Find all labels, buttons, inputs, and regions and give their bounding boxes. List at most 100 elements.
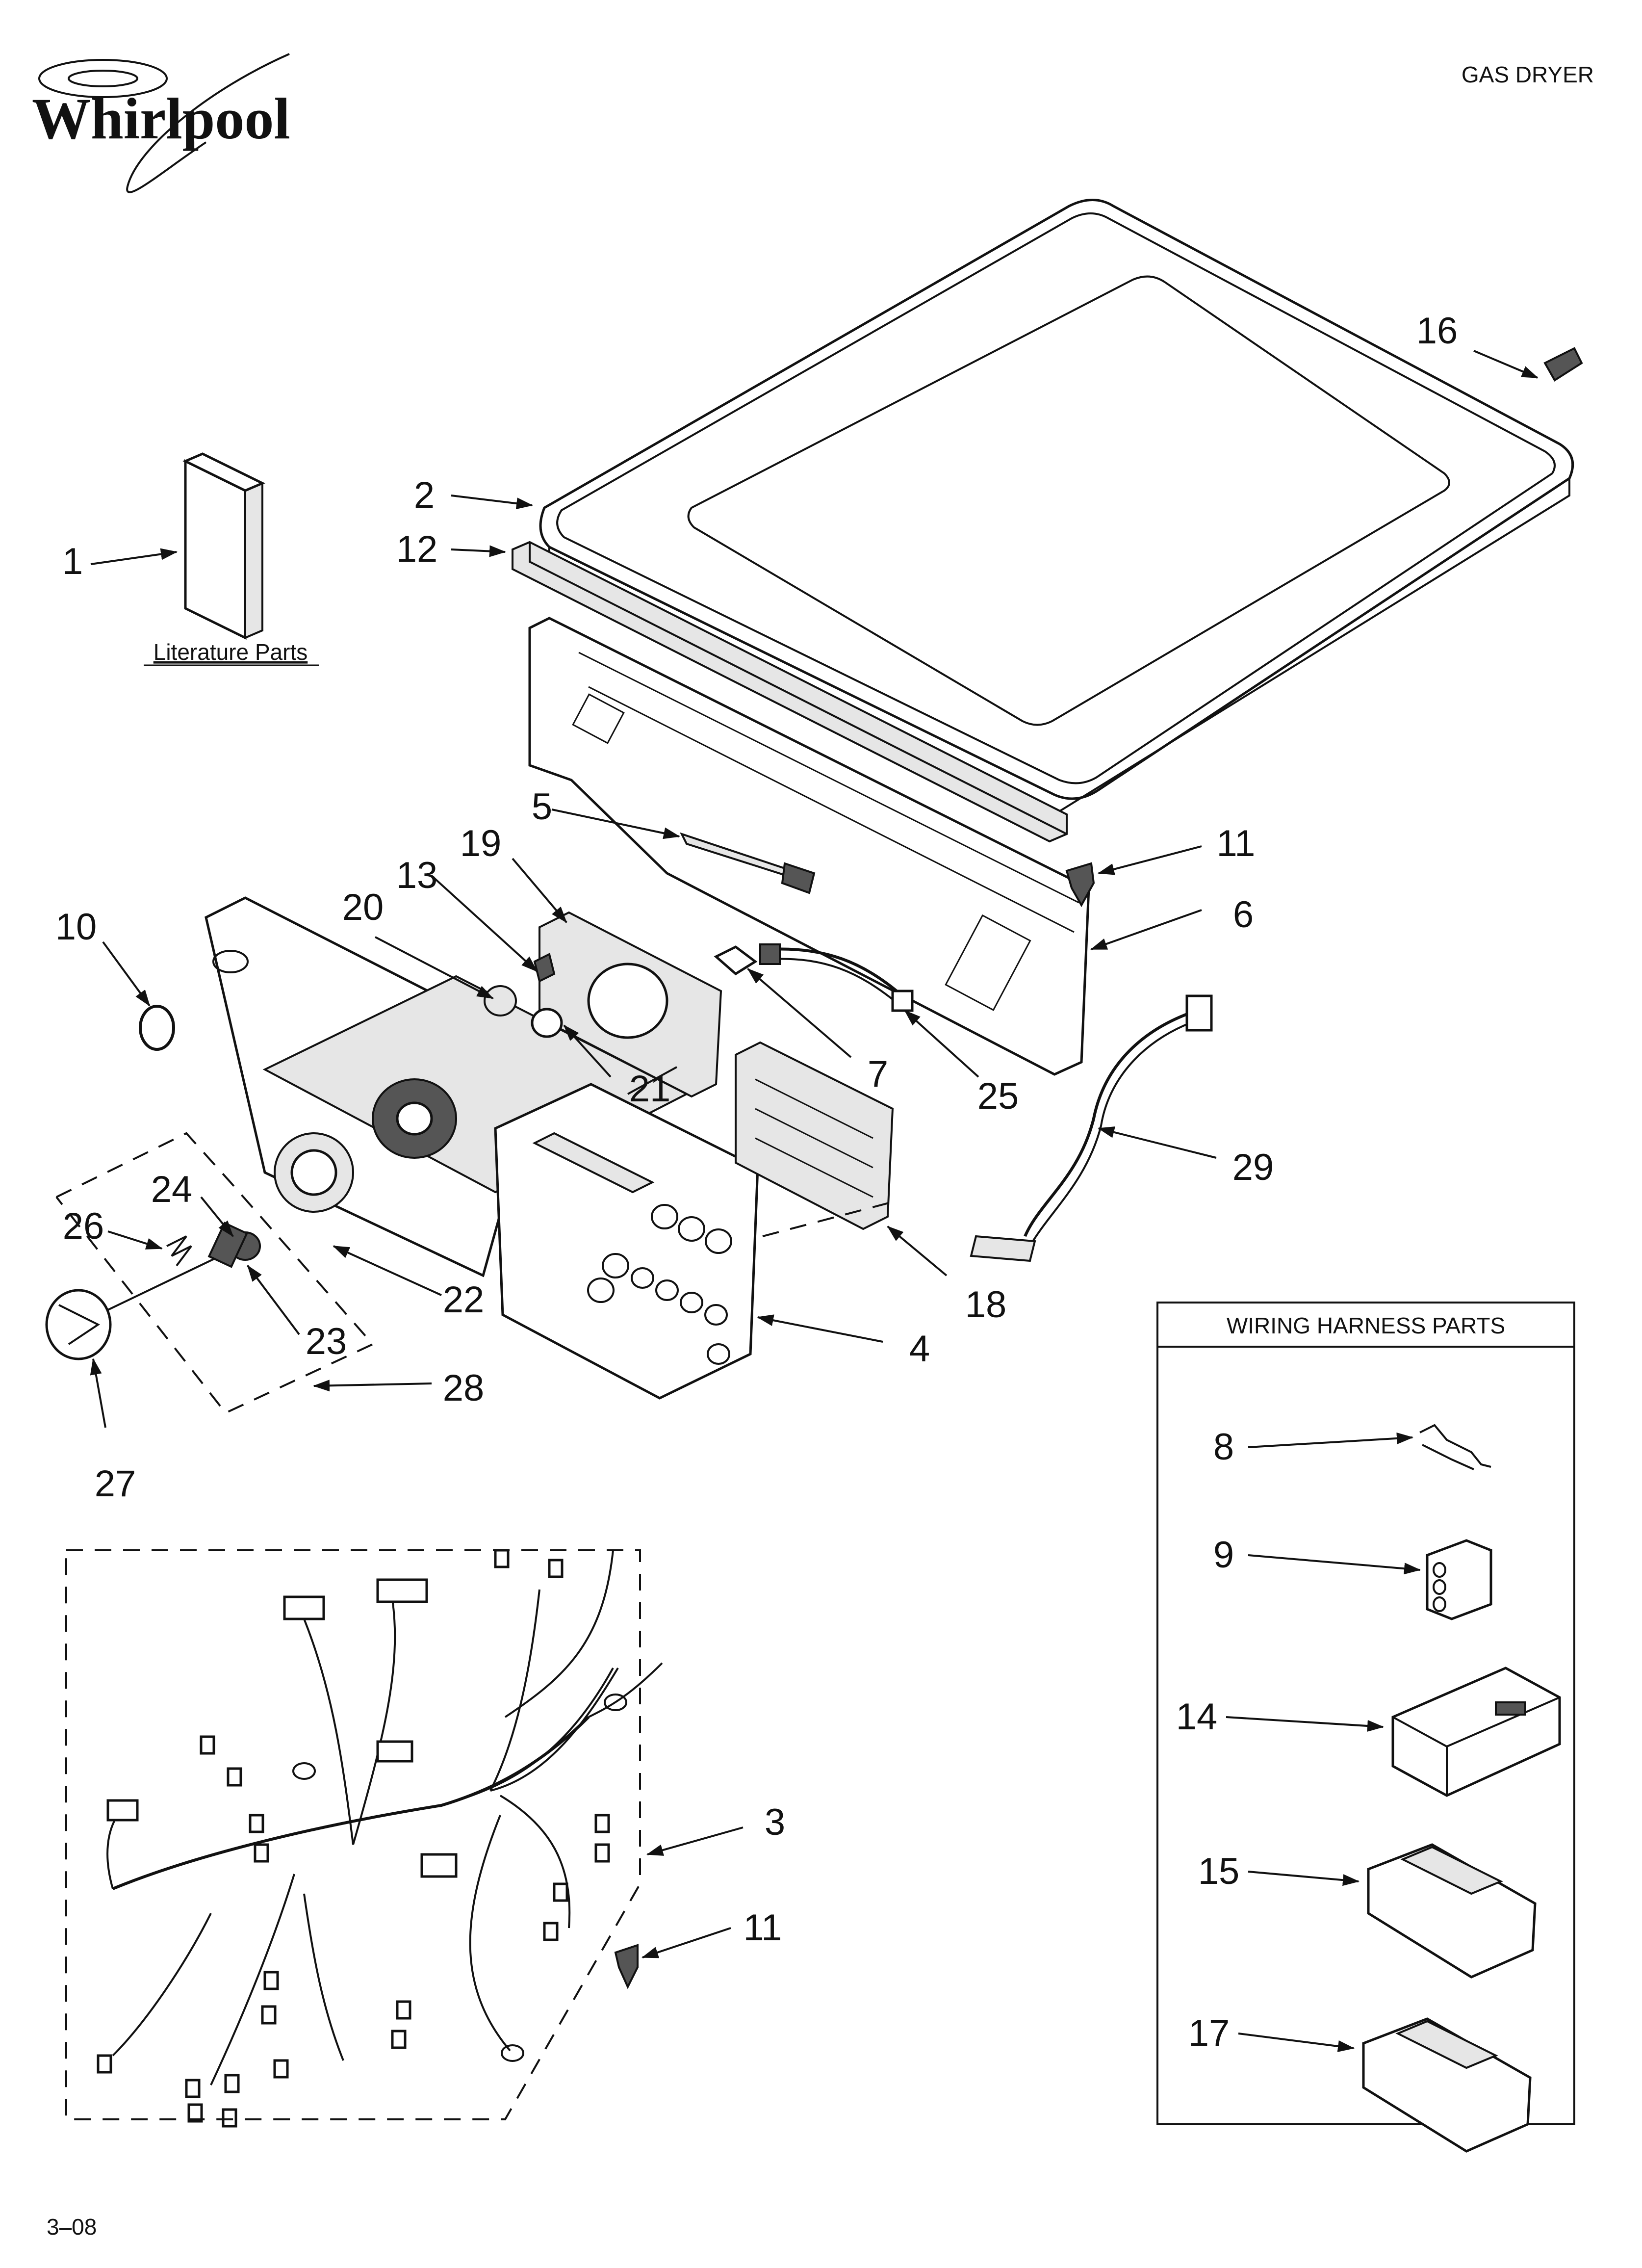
book-top <box>182 452 265 492</box>
callout-20: 20 <box>342 886 384 928</box>
logo-swirl-tail <box>126 53 290 193</box>
knob-cap <box>45 1289 112 1360</box>
board-link-dashed <box>762 1201 893 1237</box>
harness-ground-lug-b <box>292 1762 316 1780</box>
callout-24: 24 <box>151 1169 193 1210</box>
callout-16: 16 <box>1416 310 1458 352</box>
harness-29 <box>970 994 1213 1262</box>
callout-8: 8 <box>1213 1426 1234 1468</box>
part-17-connector <box>1362 2017 1532 2153</box>
page-code: 3–08 <box>47 2214 97 2240</box>
harness-connector-b <box>376 1578 428 1603</box>
harness-branch-7 <box>210 1874 295 2086</box>
literature-parts-label: Literature Parts <box>154 639 308 665</box>
front-trim-strip <box>512 541 1068 843</box>
harness-branch-8 <box>112 1913 212 2057</box>
callout-5: 5 <box>532 786 552 828</box>
callout-9: 9 <box>1213 1534 1234 1576</box>
display-window <box>532 1132 655 1194</box>
part-15-connector <box>1367 1843 1537 1979</box>
gasket-ring <box>139 1005 175 1051</box>
callout-17: 17 <box>1188 2012 1230 2054</box>
console-dial-center <box>396 1101 433 1136</box>
harness-29-wire-b <box>1029 1019 1197 1247</box>
logo-swirl-mark <box>38 59 168 98</box>
console-bracket-window <box>572 693 625 744</box>
harness-terminal-ends <box>97 1549 610 2128</box>
part-5-cable-head <box>781 862 816 894</box>
callout-26: 26 <box>63 1205 104 1247</box>
logo-swirl-mark-inner <box>68 70 138 87</box>
brand-name: Whirlpool <box>32 86 290 151</box>
control-board-19-dial <box>587 963 668 1039</box>
part-11-screw-top <box>1065 862 1095 908</box>
part-16-screw <box>1543 347 1583 382</box>
harness-branch-13 <box>504 1550 614 1718</box>
board-link-solid <box>627 1066 677 1095</box>
callout-10: 10 <box>55 906 97 948</box>
callout-6: 6 <box>1233 894 1254 936</box>
callout-3: 3 <box>765 1801 785 1843</box>
harness-branch-11 <box>106 1814 119 1889</box>
callout-19: 19 <box>460 823 502 864</box>
knob-spring <box>166 1235 192 1267</box>
control-board-18-trace <box>755 1078 873 1198</box>
part-7-bracket <box>714 945 758 976</box>
harness-ground-lug-c <box>501 2044 524 2062</box>
part-25-harness-b <box>770 958 898 1004</box>
console-bracket <box>528 617 1090 1076</box>
harness-branch-12 <box>588 1662 663 1718</box>
harness-trunk <box>112 1716 590 1890</box>
literature-book <box>182 452 265 640</box>
callout-14: 14 <box>1176 1696 1218 1738</box>
wiring-harness-parts-box: WIRING HARNESS PARTS <box>1156 1302 1575 2153</box>
knob-kit-dashed-boundary <box>55 1132 375 1414</box>
callout-23: 23 <box>306 1321 347 1362</box>
callout-7: 7 <box>868 1053 888 1095</box>
harness-branch-10 <box>469 1815 511 2052</box>
callout-1: 1 <box>62 541 83 582</box>
top-panel-rim <box>556 212 1556 784</box>
part-13-clip <box>533 953 556 983</box>
part-14-block <box>1391 1667 1561 1797</box>
knob-subassembly <box>45 1132 354 1360</box>
harness-ground-lug-a <box>604 1694 627 1711</box>
callout-18: 18 <box>965 1284 1007 1326</box>
harness-box-frame <box>1156 1302 1575 2125</box>
harness-connector-c <box>376 1740 413 1763</box>
knob-encoder-inner <box>290 1149 337 1196</box>
harness-branch-4 <box>489 1589 540 1791</box>
harness-branch-1 <box>441 1668 614 1806</box>
book-front <box>184 459 247 640</box>
top-panel <box>539 199 1574 816</box>
callout-28: 28 <box>443 1367 485 1409</box>
harness-branch-3 <box>352 1599 396 1845</box>
harness-29-wire-a <box>1024 1009 1197 1237</box>
small-parts <box>484 347 1583 1038</box>
part-8-terminal <box>1419 1424 1491 1470</box>
callout-21: 21 <box>629 1068 671 1110</box>
harness-branch-9 <box>303 1893 344 2061</box>
model-type: GAS DRYER <box>1462 62 1594 87</box>
console-knob-holes <box>587 1204 732 1365</box>
callout-25: 25 <box>977 1075 1019 1117</box>
part-25-plug-a <box>759 943 781 965</box>
harness-branch-2 <box>303 1618 354 1845</box>
harness-connector-a <box>283 1595 325 1620</box>
harness-branch-6 <box>499 1795 571 1929</box>
harness-connector-d <box>106 1799 139 1822</box>
console-bracket-cutout <box>945 914 1031 1011</box>
top-panel-recess <box>687 275 1450 726</box>
knob-shaft <box>107 1250 231 1311</box>
callout-4: 4 <box>909 1328 930 1370</box>
callout-2: 2 <box>414 474 435 516</box>
part-25-harness <box>770 947 903 997</box>
harness-box-title: WIRING HARNESS PARTS <box>1227 1313 1505 1338</box>
callout-11-bottom: 11 <box>744 1907 782 1949</box>
knob-switch <box>207 1222 248 1268</box>
harness-dashed-boundary <box>65 1549 641 2120</box>
callout-22: 22 <box>443 1279 485 1321</box>
leader-lines <box>90 350 1539 2052</box>
main-wire-harness <box>97 1549 663 2128</box>
